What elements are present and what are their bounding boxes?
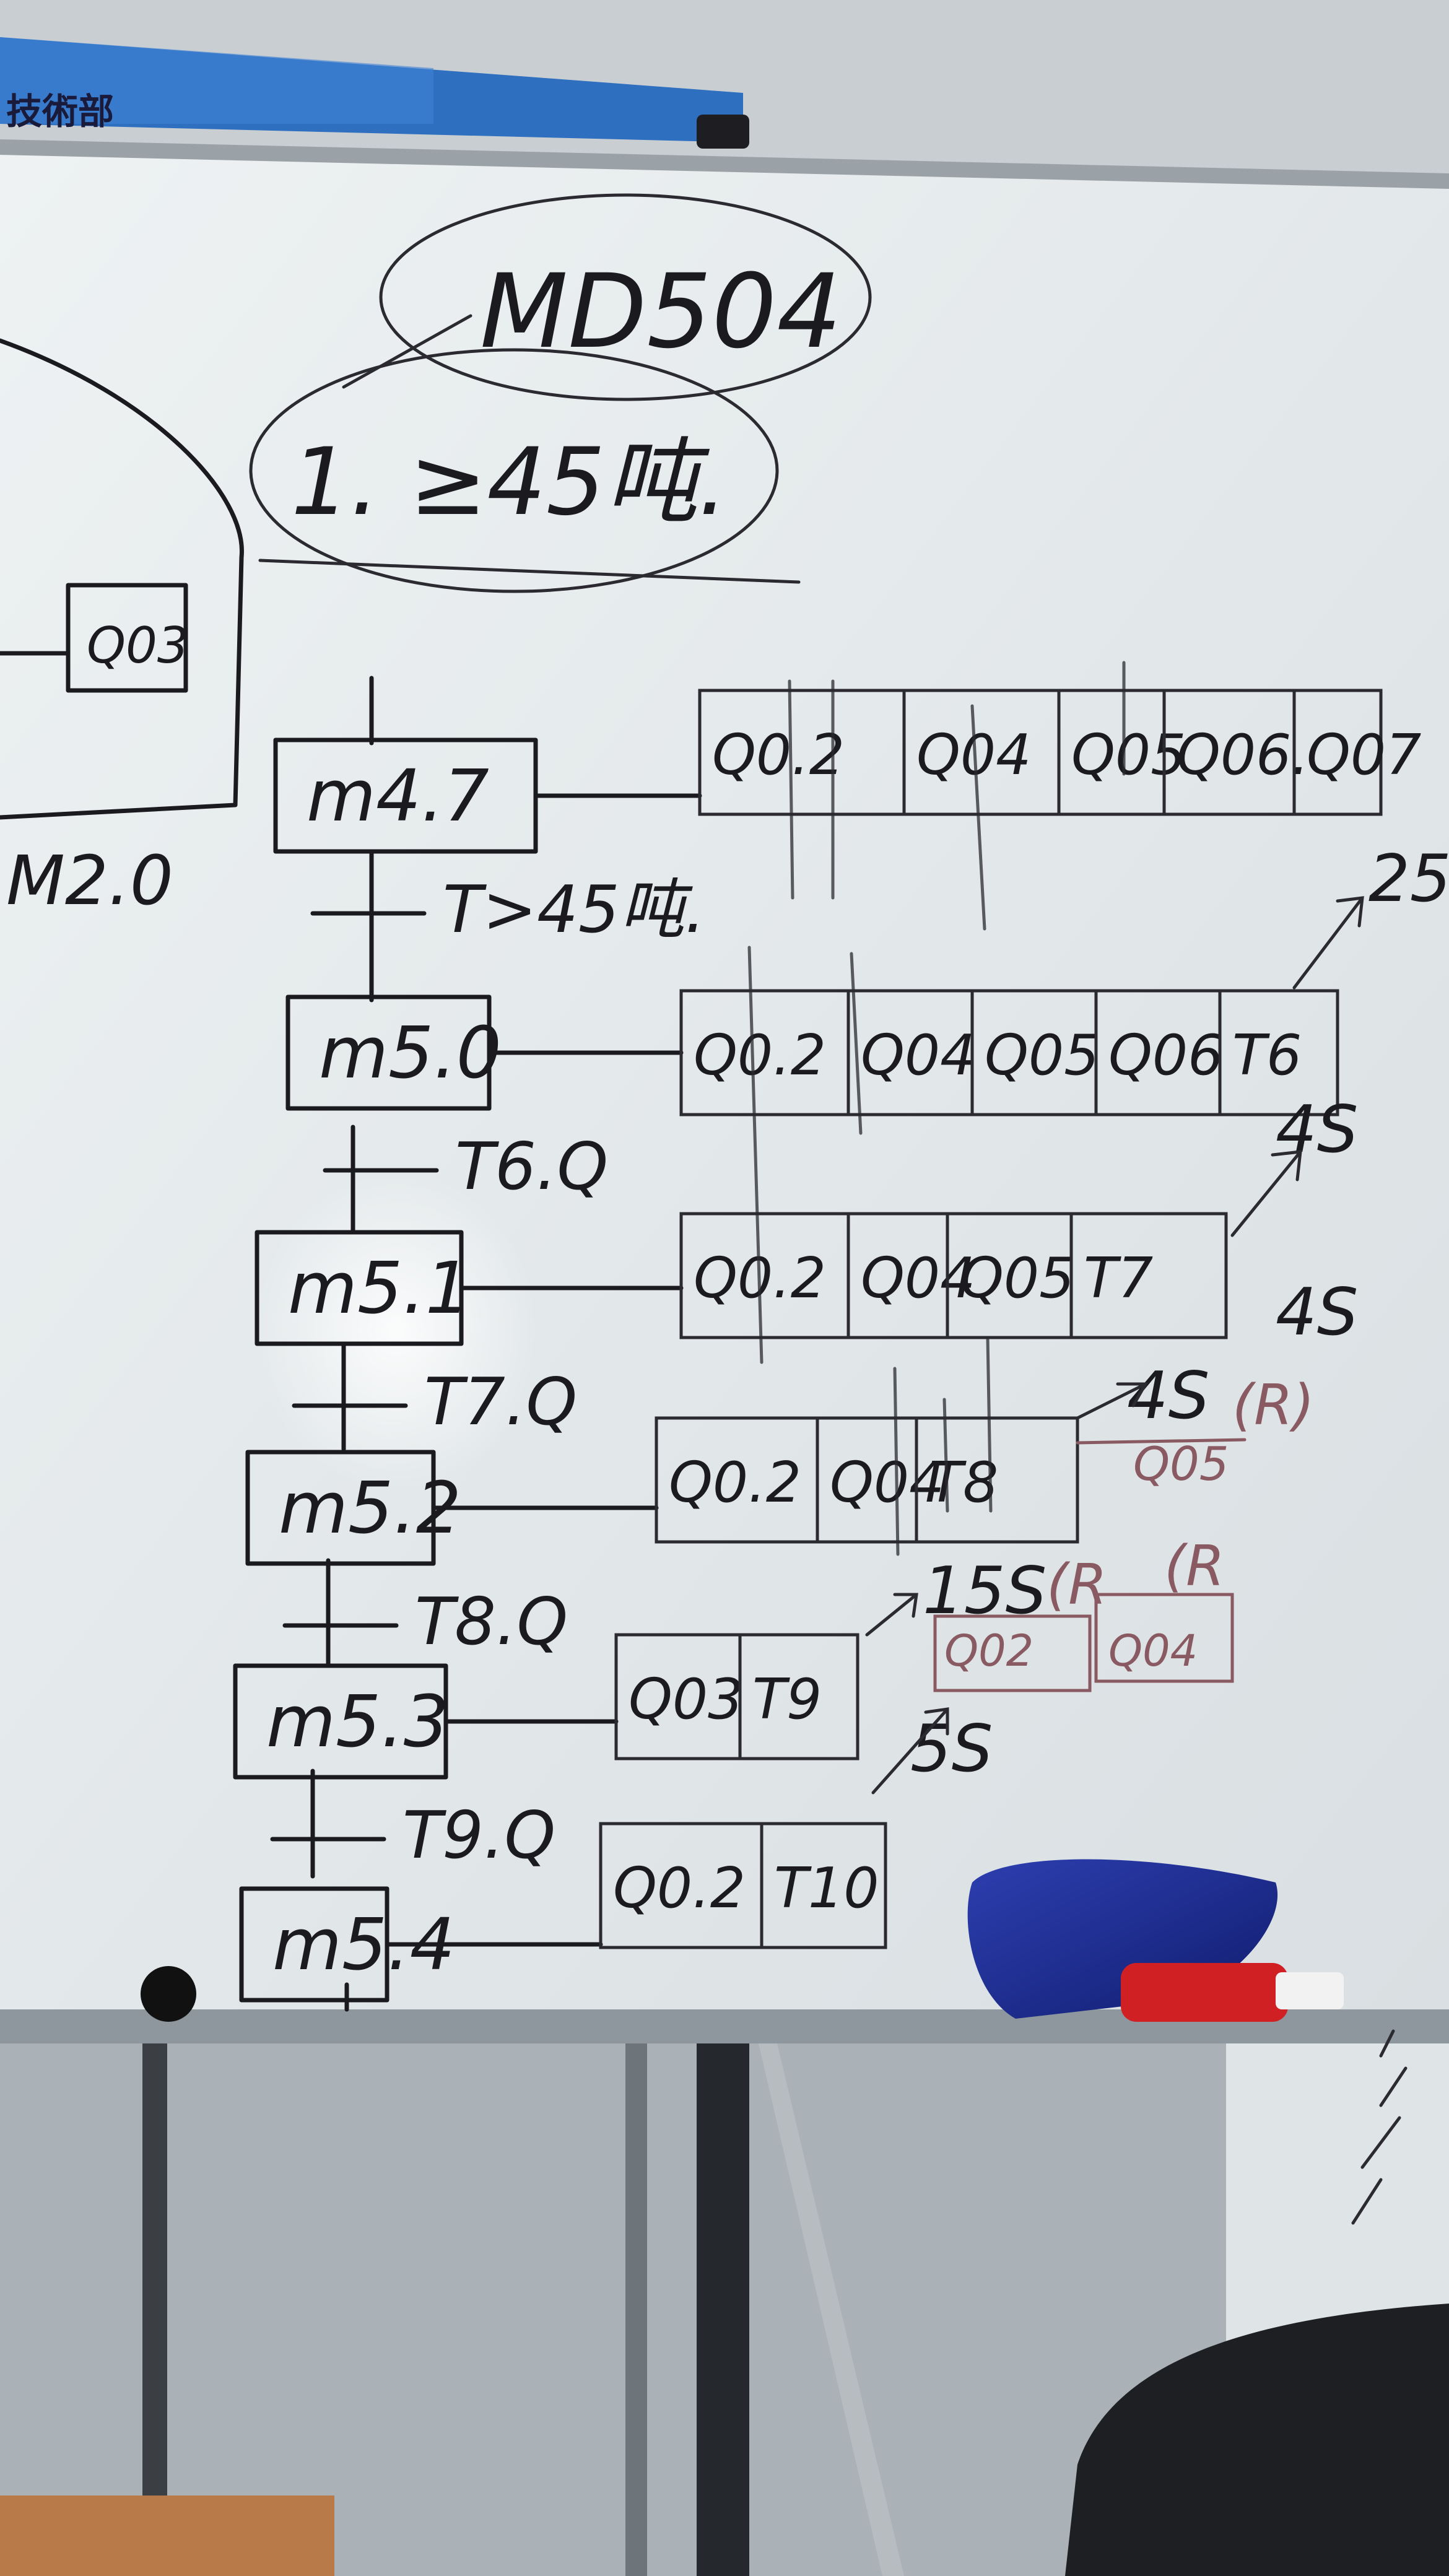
- stand-post: [697, 2043, 749, 2576]
- transition-label: T>45吨.: [443, 872, 705, 947]
- timer-note: 4S: [1127, 1358, 1209, 1434]
- cross-marks: [747, 661, 1126, 1556]
- mode-label: m5.0: [319, 1012, 502, 1095]
- mode-label: m5.1: [288, 1247, 471, 1330]
- output-cell-label: Q05: [1071, 723, 1186, 788]
- transition-label: T6.Q: [455, 1129, 608, 1204]
- timer-note: 5S: [910, 1711, 993, 1786]
- whiteboard-surface: [0, 146, 1449, 2025]
- output-cell-label: T7: [1084, 1246, 1153, 1311]
- chair: [1065, 2304, 1449, 2576]
- output-cell: [915, 1416, 1079, 1544]
- condition-circle: [249, 348, 779, 593]
- row4-r-note: (R): [1232, 1373, 1315, 1438]
- magnet: [141, 1966, 196, 2022]
- spray-bottle: [1121, 1963, 1288, 2022]
- mode-label: m5.3: [266, 1681, 449, 1764]
- output-cell-label: Q05: [985, 1023, 1099, 1088]
- output-cell-label: Q04: [861, 1246, 975, 1311]
- output-cell: [1292, 689, 1383, 816]
- output-cell-label: T8: [929, 1450, 998, 1515]
- stand-leg-left: [142, 2043, 167, 2576]
- row5-r-note-1: (R: [1046, 1552, 1107, 1617]
- title-text: MD504: [480, 252, 842, 371]
- table-edge: [0, 2496, 334, 2576]
- output-cell-label: Q05: [960, 1246, 1074, 1311]
- mode-label: m5.2: [279, 1467, 461, 1550]
- output-cell-label: Q03: [629, 1667, 743, 1732]
- pointer-stick: [759, 2043, 904, 2576]
- output-cell-label: Q06.: [1177, 723, 1309, 788]
- spine: [310, 849, 374, 2012]
- output-cell-label: Q0.2: [712, 723, 845, 788]
- output-cell-label: Q0.2: [669, 1450, 801, 1515]
- row5-red-sub-2: Q04: [1108, 1625, 1198, 1676]
- transition-label: T7.Q: [424, 1364, 577, 1440]
- left-panel-box-label: Q03: [87, 617, 189, 674]
- output-cell-label: Q06: [1108, 1023, 1223, 1088]
- output-cell-label: T6: [1232, 1023, 1302, 1088]
- marker-tray: [0, 2009, 1449, 2043]
- output-cell-label: Q0.2: [613, 1856, 746, 1921]
- left-panel-box: [66, 583, 188, 693]
- output-cell-label: T9: [752, 1667, 822, 1732]
- row5-r-note-2: (R: [1164, 1534, 1225, 1599]
- row4-red-sub: Q05: [1133, 1437, 1229, 1491]
- output-cell-label: T10: [774, 1856, 879, 1921]
- red-annotations: (R) Q05 (R (R Q02 Q04: [933, 1373, 1315, 1692]
- timer-note: 4S: [1276, 1092, 1358, 1167]
- whiteboard-top-frame: [0, 139, 1449, 189]
- left-panel-outline: [0, 338, 244, 820]
- timer-note: 25: [1368, 841, 1449, 916]
- output-cell: [738, 1633, 859, 1760]
- board-clip: [697, 115, 749, 149]
- mode-label: m4.7: [307, 755, 489, 838]
- transition-label: T8.Q: [415, 1584, 568, 1660]
- output-cell: [760, 1822, 887, 1949]
- light-glare: [254, 1170, 539, 1492]
- output-cell-label: Q0.2: [694, 1023, 826, 1088]
- row5-red-sub-1: Q02: [944, 1625, 1033, 1676]
- left-panel-bottom-label: M2.0: [6, 841, 173, 920]
- output-cell-label: Q04: [830, 1450, 944, 1515]
- arrows: [865, 896, 1364, 1795]
- output-cell-label: Q07: [1307, 723, 1421, 788]
- timer-note: 4S: [1276, 1274, 1358, 1350]
- condition-text: 1. ≥45吨.: [291, 429, 728, 536]
- transition-label: T9.Q: [402, 1798, 555, 1873]
- sign-text: 技術部: [6, 90, 114, 133]
- output-cell: [1069, 1212, 1228, 1339]
- output-cell: [1218, 989, 1339, 1116]
- output-cell-label: Q04: [861, 1023, 975, 1088]
- title-circle: [379, 193, 872, 401]
